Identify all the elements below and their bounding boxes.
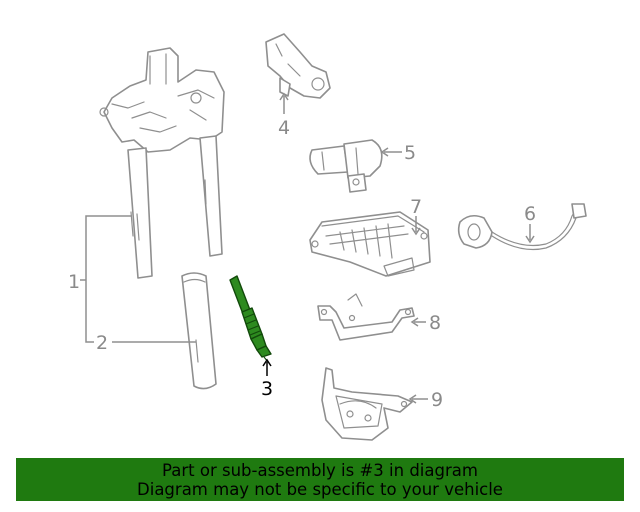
crankshaft-sensor-part[interactable]	[309, 139, 383, 193]
callout-5[interactable]: 5	[404, 142, 416, 164]
callout-6[interactable]: 6	[524, 203, 536, 225]
camshaft-sensor-part[interactable]	[265, 33, 331, 99]
ecm-part[interactable]	[309, 211, 431, 277]
ecm-bracket-part[interactable]	[317, 293, 415, 341]
callout-1[interactable]: 1	[68, 271, 80, 293]
coil-boot-part[interactable]	[181, 272, 217, 390]
parts-diagram: 1 2 3 4 5 6 7 8 9	[68, 33, 587, 441]
banner-line-disclaimer: Diagram may not be specific to your vehi…	[137, 480, 503, 499]
banner-line-part-number: Part or sub-assembly is #3 in diagram	[162, 461, 478, 480]
mounting-bracket-part[interactable]	[321, 367, 413, 441]
leader-lines	[80, 92, 535, 404]
callout-3[interactable]: 3	[261, 378, 273, 400]
knock-sensor-part[interactable]	[457, 203, 587, 251]
part-notice-banner: Part or sub-assembly is #3 in diagram Di…	[16, 458, 624, 501]
callout-8[interactable]: 8	[429, 312, 441, 334]
ignition-coil-part[interactable]	[99, 47, 225, 279]
callout-9[interactable]: 9	[431, 389, 443, 411]
callout-4[interactable]: 4	[278, 117, 290, 139]
callout-7[interactable]: 7	[410, 196, 422, 218]
callout-2[interactable]: 2	[96, 332, 108, 354]
spark-plug-part[interactable]	[229, 275, 272, 363]
